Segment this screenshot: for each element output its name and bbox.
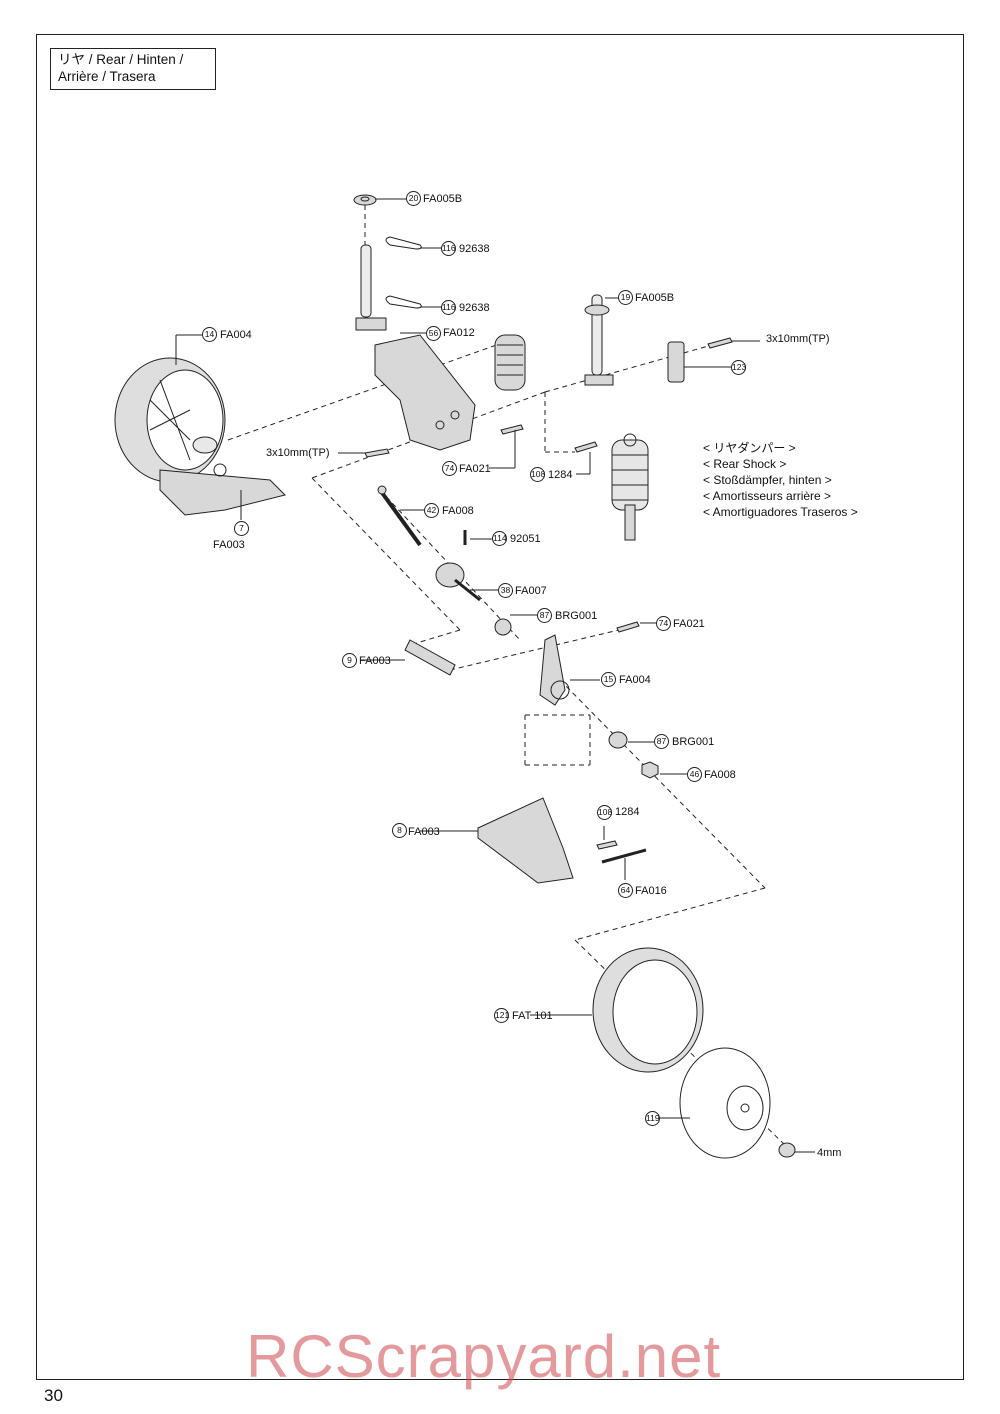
part-number-74-upper: 74 [442,461,457,476]
part-number-20: 20 [406,191,421,206]
screw-label-left: 3x10mm(TP) [266,447,330,459]
left-wheel [114,357,226,483]
part-number-116-lower: 116 [441,300,456,315]
hub-carrier [539,634,570,706]
shock-callout-ja: < リヤダンパー > [703,441,796,455]
part-number-121: 121 [494,1008,509,1023]
part-code-7: FA003 [213,539,245,551]
body-post-right [584,294,614,386]
wheel-hex [641,761,659,779]
part-code-20: FA005B [423,193,463,205]
shock-callout-en: < Rear Shock > [703,457,787,471]
part-code-74-lower: FA021 [673,618,705,630]
part-code-74-upper: FA021 [459,463,491,475]
part-number-123: 123 [731,360,746,375]
body-clip-lower [385,295,422,309]
part-number-46: 46 [687,767,702,782]
part-number-108-upper: 108 [530,467,545,482]
screws [364,337,733,850]
nut-4mm [778,1142,796,1158]
part-number-9: 9 [342,653,357,668]
part-code-8: FA003 [408,826,440,838]
watermark: RCScrapyard.net [246,1323,722,1390]
part-number-64: 64 [618,883,633,898]
shock-upper-small [494,334,526,391]
part-number-87-lower: 87 [654,734,669,749]
part-number-14: 14 [202,327,217,342]
part-code-46: FA008 [704,769,736,781]
shock-callout-es: < Amortiguadores Traseros > [703,505,858,519]
bearing-upper [494,618,512,636]
part-code-15: FA004 [619,674,651,686]
part-code-108-upper: 1284 [548,469,573,481]
part-number-38: 38 [498,583,513,598]
page-frame [36,34,964,1380]
part-code-108-lower: 1284 [615,806,640,818]
part-number-74-lower: 74 [656,616,671,631]
body-clip-upper [385,236,422,250]
suspension-link [404,639,456,676]
leader-lines [175,198,815,1153]
part-code-121: FAT 101 [512,1010,553,1022]
section-title-line1: リヤ / Rear / Hinten / [58,52,184,67]
page-number: 30 [44,1386,63,1405]
part-code-42: FA008 [442,505,474,517]
shock-callout-de: < Stoßdämpfer, hinten > [703,473,832,487]
rear-tire [592,947,704,1073]
part-code-14: FA004 [220,329,252,341]
part-code-19: FA005B [635,292,675,304]
part-number-114: 114 [492,531,507,546]
part-code-56: FA012 [443,327,475,339]
shock-tower [374,334,476,451]
part-number-19: 19 [618,290,633,305]
part-number-87-upper: 87 [537,608,552,623]
part-code-64: FA016 [635,885,667,897]
part-number-42: 42 [424,503,439,518]
part-code-116-upper: 92638 [459,243,490,255]
rear-rim [679,1047,771,1159]
section-title-line2: Arrière / Trasera [58,69,156,84]
rear-shock-callout: < リヤダンパー > < Rear Shock > < Stoßdämpfer,… [703,440,858,520]
hinge-pin [601,848,647,864]
section-title-box: リヤ / Rear / Hinten / Arrière / Trasera [50,48,216,90]
part-number-7: 7 [234,521,249,536]
part-number-56: 56 [426,326,441,341]
part-number-15: 15 [601,672,616,687]
body-mount-bracket [667,341,685,383]
drive-shaft [377,485,422,547]
part-code-87-upper: BRG001 [555,610,598,622]
screw-label-right: 3x10mm(TP) [766,333,830,345]
part-number-119: 119 [645,1111,660,1126]
nut-label: 4mm [817,1147,842,1159]
body-post-left [355,244,387,331]
part-code-116-lower: 92638 [459,302,490,314]
rear-shock [611,433,649,541]
part-number-8: 8 [392,823,407,838]
center-lower-arm [477,797,574,884]
part-code-114: 92051 [510,533,541,545]
bearing-lower [608,731,628,749]
part-code-9: FA003 [359,655,391,667]
wheel-axle [435,562,481,602]
part-number-108-lower: 108 [597,805,612,820]
left-lower-arm [159,463,286,516]
shock-callout-fr: < Amortisseurs arrière > [703,489,832,503]
body-mount-washer [353,194,377,206]
part-number-116-upper: 116 [441,241,456,256]
part-code-87-lower: BRG001 [672,736,715,748]
part-code-38: FA007 [515,585,547,597]
